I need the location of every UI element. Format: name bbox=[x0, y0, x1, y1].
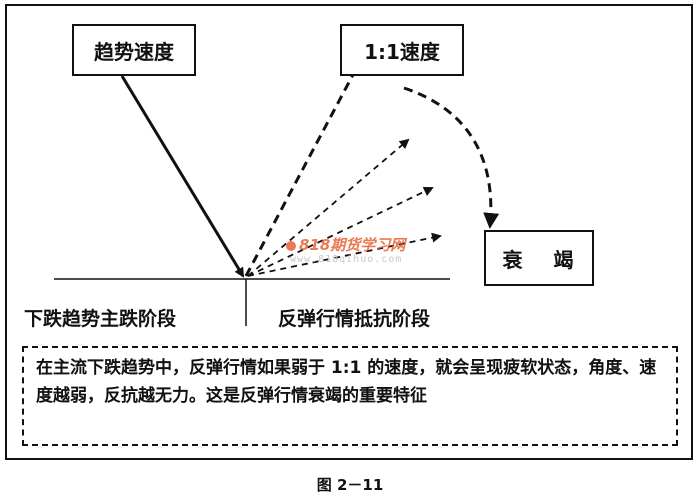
one-to-one-arrow bbox=[244, 51, 366, 277]
downtrend-line bbox=[120, 75, 245, 278]
figure-frame bbox=[5, 4, 693, 460]
trend-speed-box: 趋势速度 bbox=[72, 24, 196, 76]
weak-arrow-2 bbox=[247, 186, 434, 277]
figure-caption: 图 2－11 bbox=[316, 476, 384, 494]
explanation-note: 在主流下跌趋势中，反弹行情如果弱于 1:1 的速度，就会呈现疲软状态，角度、速度… bbox=[22, 346, 678, 446]
decline-curve bbox=[403, 86, 500, 229]
watermark-url: www.818qihuo.com bbox=[290, 254, 403, 265]
weak-arrow-1 bbox=[247, 138, 410, 277]
decline-box: 衰 竭 bbox=[484, 230, 594, 286]
stage-left-label: 下跌趋势主跌阶段 bbox=[24, 308, 177, 330]
watermark-dot-icon bbox=[286, 240, 296, 251]
watermark-text: 818期货学习网 bbox=[299, 236, 406, 254]
one-to-one-speed-box: 1:1速度 bbox=[340, 24, 464, 76]
stage-right-label: 反弹行情抵抗阶段 bbox=[278, 308, 431, 330]
watermark-logo: 818期货学习网 bbox=[286, 234, 405, 255]
